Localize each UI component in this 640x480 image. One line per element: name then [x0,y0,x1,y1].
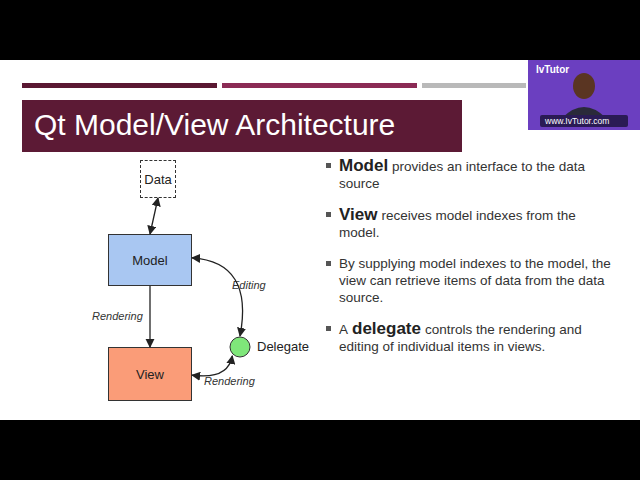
delegate-circle: Delegate [229,336,251,358]
model-box: Model [108,234,192,286]
webcam-frame [528,60,640,130]
node-text: View [136,367,164,382]
bullet-text: By supplying model indexes to the model,… [339,256,611,305]
bold-term: View [339,205,377,224]
bold-term: delegate [352,319,421,338]
title-bar [22,100,462,152]
connector [192,356,232,376]
slide-title: Qt Model/View Architecture [34,108,395,142]
watermark-url: www.IvTutor.com [545,116,609,126]
edge-label: Rendering [92,310,143,322]
accent-line [222,83,417,88]
node-text: Delegate [257,339,309,354]
node-text: Data [144,172,171,187]
bold-term: Model [339,156,388,175]
connector [192,258,243,336]
accent-line [22,83,217,88]
connector [150,198,158,234]
bullet-item: Adelegatecontrols the rendering and edit… [339,320,621,355]
url-band [540,115,628,127]
logo-text: IvTutor [536,64,569,75]
view-box: View [108,347,192,401]
bullet-item: Modelprovides an interface to the data s… [339,157,621,192]
bullet-text: A [339,322,348,337]
bullet-item: By supplying model indexes to the model,… [339,255,621,306]
presenter-head [573,73,595,99]
data-box: Data [140,160,176,198]
delegate-shape [230,337,250,357]
bullet-item: Viewreceives model indexes from the mode… [339,206,621,241]
accent-line [422,83,526,88]
circle-outline [229,336,251,358]
node-text: Model [132,253,167,268]
edge-label: Rendering [204,375,255,387]
connector [149,286,150,347]
edge-label: Editing [232,279,266,291]
